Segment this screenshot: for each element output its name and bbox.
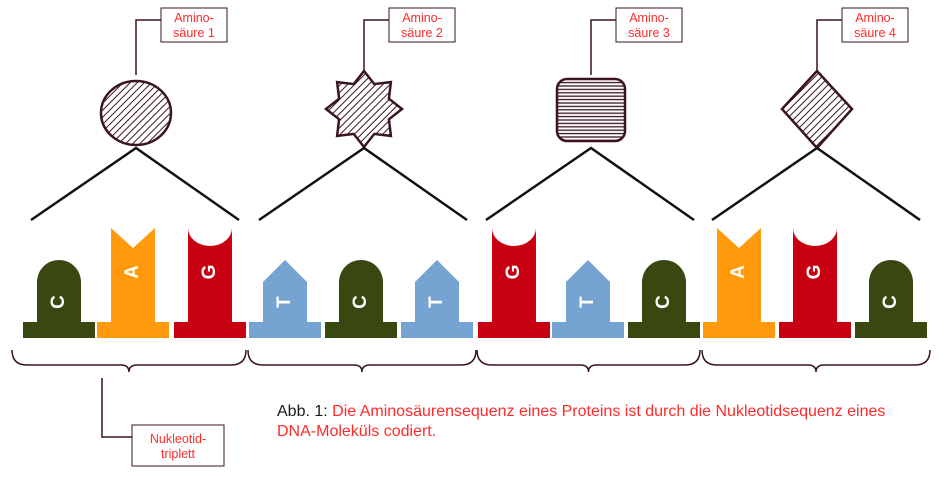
nucleotide-C: C [628,260,700,338]
nucleotide-base [703,322,775,338]
nucleotide-base [552,322,624,338]
amino-acid-1: Amino-säure 1 [30,7,240,222]
nucleotide-base [478,322,550,338]
amino-acid-label-box [615,7,683,43]
nucleotide-stem [188,228,232,322]
figure-caption: Abb. 1: Die Aminosäurensequenz eines Pro… [277,402,917,442]
nucleotide-letter: G [199,265,220,280]
nucleotide-layer: C A G T C T G T C A G C [23,228,927,338]
nucleotide-base [855,322,927,338]
nucleotide-letter: C [880,295,901,309]
nucleotide-stem [492,228,536,322]
amino-acid-circle-shape [99,79,173,147]
nucleotide-letter: A [122,265,143,279]
nucleotide-A: A [97,228,169,338]
nucleotide-base [628,322,700,338]
nucleotide-base [249,322,321,338]
nucleotide-stem [642,260,686,322]
nucleotide-G: G [174,228,246,338]
nucleotide-base [779,322,851,338]
triplet-roof [258,146,468,222]
amino-acid-label-line2: säure 3 [628,26,670,40]
triplet-roof [30,146,240,222]
nucleotide-letter: C [350,295,371,309]
amino-acid-label-line2: säure 2 [401,26,443,40]
amino-acid-label-line1: Amino- [855,11,895,25]
nucleotide-T: T [249,260,321,338]
nucleotide-C: C [855,260,927,338]
nucleotide-stem [869,260,913,322]
triplet-brace [11,349,247,373]
nucleotide-letter: T [426,296,447,308]
triplet-label-line2: triplett [161,447,196,461]
amino-acid-label-box [841,7,909,43]
nucleotide-G: G [478,228,550,338]
triplet-roof [711,146,921,222]
nucleotide-stem [717,228,761,322]
triplet-brace [476,349,701,373]
nucleotide-stem [111,228,155,322]
amino-acid-diamond-shape [780,69,854,150]
triplet-brace-layer [11,349,931,373]
nucleotide-letter: T [274,296,295,308]
nucleotide-letter: G [804,265,825,280]
nucleotide-stem [339,260,383,322]
nucleotide-base [401,322,473,338]
amino-acid-label-line1: Amino- [402,11,442,25]
nucleotide-base [23,322,95,338]
nucleotide-stem [793,228,837,322]
triplet-label-line1: Nukleotid- [150,432,206,446]
triplet-callout: Nukleotid- triplett [101,378,225,467]
nucleotide-letter: C [653,295,674,309]
nucleotide-T: T [401,260,473,338]
caption-label: Abb. 1: [277,403,328,420]
triplet-brace [247,349,477,373]
amino-acid-label-line2: säure 1 [173,26,215,40]
triplet-label-box [131,424,225,467]
amino-acid-label-line2: säure 4 [854,26,896,40]
nucleotide-letter: G [503,265,524,280]
nucleotide-base [325,322,397,338]
triplet-roof [485,146,695,222]
amino-acid-label-line1: Amino- [174,11,214,25]
nucleotide-letter: C [48,295,69,309]
amino-acid-label-line1: Amino- [629,11,669,25]
triplet-brace [701,349,931,373]
caption-text: Die Aminosäurensequenz eines Proteins is… [277,403,886,440]
amino-acid-rounded-square-shape [555,77,627,143]
nucleotide-C: C [23,260,95,338]
nucleotide-C: C [325,260,397,338]
amino-acid-label-box [160,7,228,43]
amino-acid-2: Amino-säure 2 [258,7,468,222]
nucleotide-base [97,322,169,338]
nucleotide-T: T [552,260,624,338]
nucleotide-letter: A [728,265,749,279]
nucleotide-stem [415,260,459,322]
nucleotide-stem [37,260,81,322]
nucleotide-base [174,322,246,338]
nucleotide-letter: T [577,296,598,308]
nucleotide-stem [263,260,307,322]
amino-acid-4: Amino-säure 4 [711,7,921,222]
amino-acid-3: Amino-säure 3 [485,7,695,222]
nucleotide-A: A [703,228,775,338]
amino-acid-label-box [388,7,456,43]
nucleotide-G: G [779,228,851,338]
nucleotide-stem [566,260,610,322]
amino-acid-star-shape [323,68,405,150]
